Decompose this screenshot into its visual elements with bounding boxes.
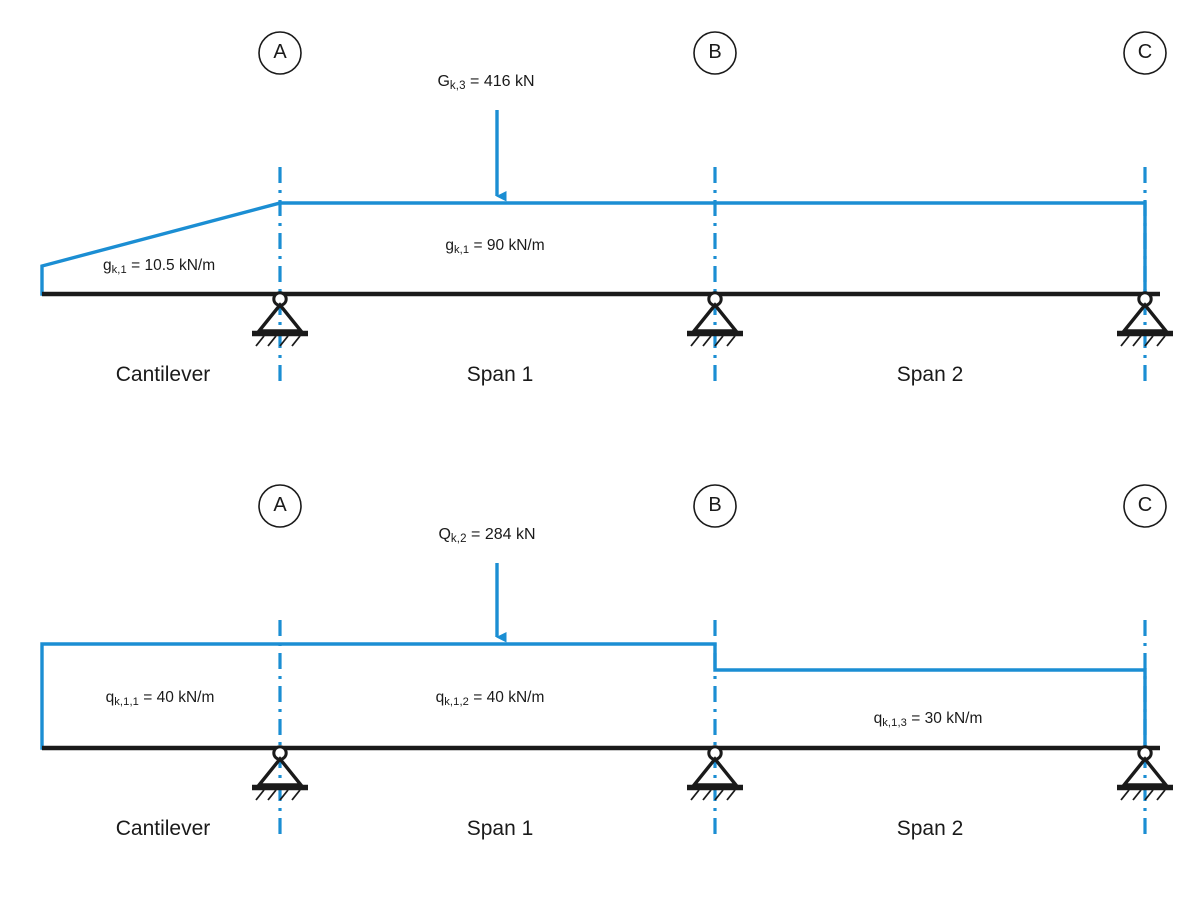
cantilever-load-value-top: 10.5 <box>144 257 175 274</box>
uniform-load-outline-bottom <box>40 642 1147 750</box>
point-load-label-bottom: Qk,2 = 284 kN <box>438 527 535 546</box>
span-load-symbol-top: g <box>445 237 455 254</box>
support-c-bottom <box>1117 745 1173 801</box>
span2-load-label-bottom: qk,1,3 = 30 kN/m <box>874 711 983 729</box>
grid-bubble-a-top <box>258 31 302 75</box>
support-b-top <box>687 291 743 347</box>
grid-bubble-c-bottom <box>1123 484 1167 528</box>
grid-bubble-a-bottom <box>258 484 302 528</box>
point-load-equals-bottom: = <box>471 526 481 543</box>
span-load-label-top: gk,1 = 90 kN/m <box>445 238 544 256</box>
grid-bubble-b-bottom <box>693 484 737 528</box>
support-c-top <box>1117 291 1173 347</box>
span1-load-label-bottom: qk,1,2 = 40 kN/m <box>436 690 545 708</box>
point-load-unit-bottom: kN <box>515 526 536 543</box>
region-label-span2-bottom: Span 2 <box>896 817 964 840</box>
point-load-equals-top: = <box>470 73 480 90</box>
region-label-span1-bottom: Span 1 <box>466 817 534 840</box>
cantilever-load-value-bottom: 40 <box>156 689 174 706</box>
span2-load-symbol-bottom: q <box>873 710 883 727</box>
grid-bubble-label-a-bottom: A <box>273 494 287 516</box>
grid-bubble-c-top <box>1123 31 1167 75</box>
grid-bubble-label-b-top: B <box>708 41 722 63</box>
diagram-variable-loads <box>40 484 1173 838</box>
cantilever-load-subscript-top: k,1 <box>111 264 127 277</box>
cantilever-load-label-top: gk,1 = 10.5 kN/m <box>103 258 215 276</box>
region-label-cantilever-bottom: Cantilever <box>115 817 211 840</box>
point-load-symbol-bottom: Q <box>438 526 451 543</box>
point-load-subscript-bottom: k,2 <box>450 533 467 546</box>
point-load-value-bottom: 284 <box>484 526 512 543</box>
cantilever-load-equals-bottom: = <box>143 689 153 706</box>
region-label-span1-top: Span 1 <box>466 363 534 386</box>
region-label-span2-top: Span 2 <box>896 363 964 386</box>
cantilever-load-unit-bottom: kN/m <box>178 689 215 706</box>
cantilever-load-subscript-bottom: k,1,1 <box>114 696 139 709</box>
grid-bubble-label-c-top: C <box>1137 41 1153 63</box>
support-a-bottom <box>252 745 308 801</box>
uniform-load-outline-top <box>278 201 1147 296</box>
cantilever-load-equals-top: = <box>131 257 141 274</box>
support-a-top <box>252 291 308 347</box>
point-load-subscript-top: k,3 <box>449 80 466 93</box>
span-load-equals-top: = <box>473 237 483 254</box>
grid-bubble-label-b-bottom: B <box>708 494 722 516</box>
grid-bubble-label-c-bottom: C <box>1137 494 1153 516</box>
span-load-value-top: 90 <box>486 237 505 254</box>
cantilever-load-label-bottom: qk,1,1 = 40 kN/m <box>106 690 215 708</box>
span2-load-equals-bottom: = <box>911 710 921 727</box>
span2-load-unit-bottom: kN/m <box>946 710 983 727</box>
support-b-bottom <box>687 745 743 801</box>
span-load-subscript-top: k,1 <box>454 244 470 257</box>
grid-bubble-b-top <box>693 31 737 75</box>
point-load-value-top: 416 <box>483 73 511 90</box>
cantilever-load-outline-top <box>40 200 283 296</box>
span1-load-subscript-bottom: k,1,2 <box>444 696 469 709</box>
point-load-symbol-top: G <box>437 73 450 90</box>
cantilever-load-unit-top: kN/m <box>178 257 216 274</box>
region-label-cantilever-top: Cantilever <box>115 363 211 386</box>
span1-load-value-bottom: 40 <box>486 689 504 706</box>
cantilever-load-symbol-top: g <box>103 257 112 274</box>
point-load-unit-top: kN <box>514 73 535 90</box>
grid-bubble-label-a-top: A <box>273 41 287 63</box>
span1-load-symbol-bottom: q <box>435 689 445 706</box>
span2-load-subscript-bottom: k,1,3 <box>882 717 907 730</box>
span1-load-unit-bottom: kN/m <box>508 689 545 706</box>
span-load-unit-top: kN/m <box>508 237 545 254</box>
diagram-permanent-loads <box>40 31 1173 383</box>
span2-load-value-bottom: 30 <box>924 710 942 727</box>
point-load-label-top: Gk,3 = 416 kN <box>437 74 534 93</box>
span1-load-equals-bottom: = <box>473 689 483 706</box>
cantilever-load-symbol-bottom: q <box>105 689 115 706</box>
